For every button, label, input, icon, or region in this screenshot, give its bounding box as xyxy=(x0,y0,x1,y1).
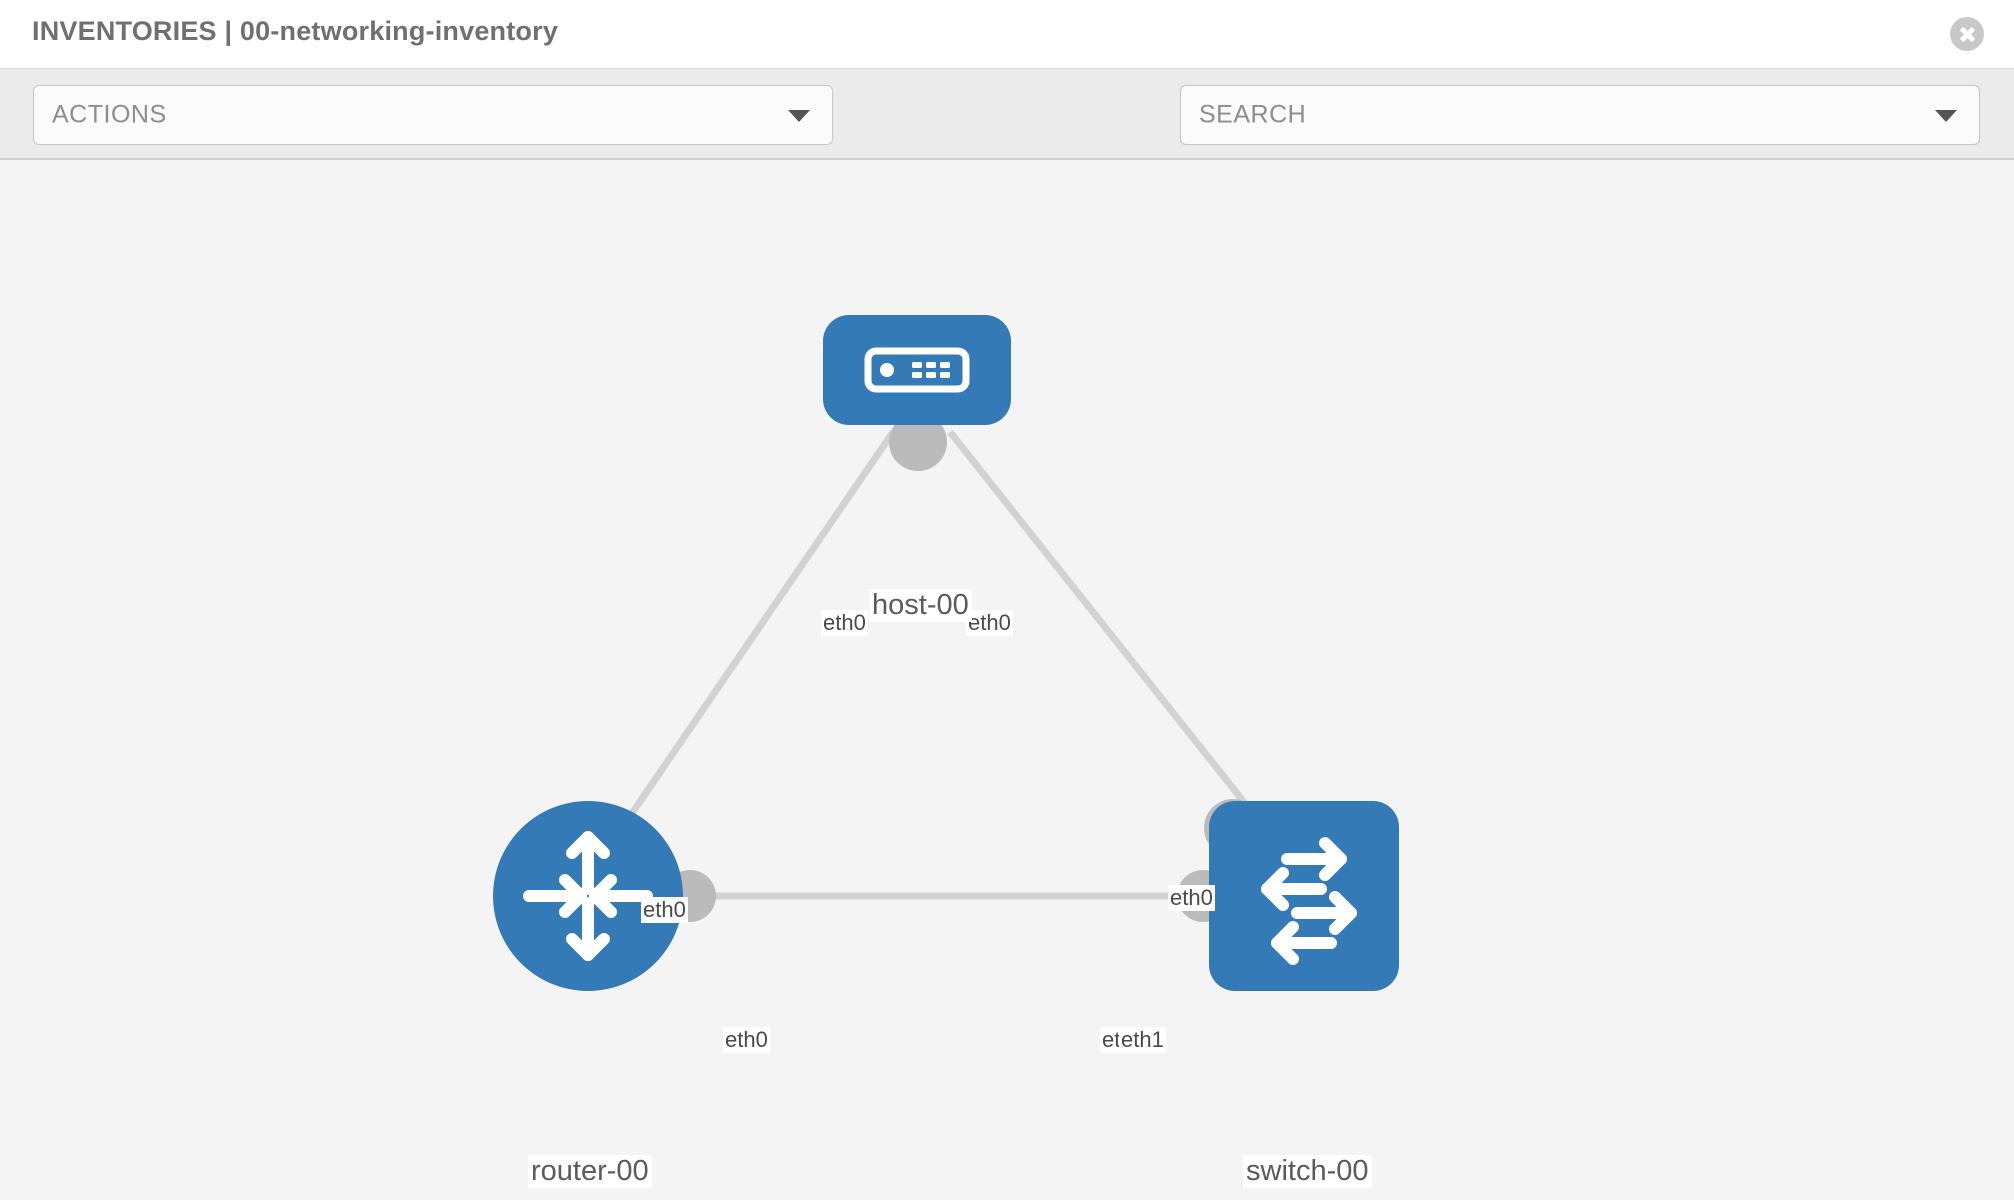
node-label-switch-00: switch-00 xyxy=(1243,1155,1372,1188)
iface-label-router-right: eth0 xyxy=(723,1027,770,1053)
actions-dropdown[interactable]: ACTIONS xyxy=(33,85,833,145)
close-icon[interactable] xyxy=(1950,17,1984,51)
search-placeholder: SEARCH xyxy=(1199,100,1307,129)
link-host-router xyxy=(597,430,896,862)
iface-label-switch-left-eth1: eth1 xyxy=(1119,1027,1166,1053)
node-router-00[interactable] xyxy=(493,801,683,991)
link-host-switch xyxy=(947,429,1293,863)
node-host-00[interactable] xyxy=(823,315,1011,425)
connector-host xyxy=(889,413,947,471)
node-label-router-00: router-00 xyxy=(528,1155,652,1188)
page-title: INVENTORIES | 00-networking-inventory xyxy=(32,16,559,46)
topology-canvas[interactable]: eth0 eth0 eth0 eth0 eth0 eth0 eth1 host-… xyxy=(0,160,2014,1200)
chevron-down-icon xyxy=(788,110,810,122)
iface-label-switch-up: eth0 xyxy=(1168,885,1215,911)
iface-label-host-right: eth0 xyxy=(966,610,1013,636)
server-device-icon xyxy=(864,347,970,393)
page-header: INVENTORIES | 00-networking-inventory xyxy=(0,0,2014,68)
iface-label-host-left: eth0 xyxy=(821,610,868,636)
toolbar: ACTIONS SEARCH xyxy=(0,68,2014,203)
router-arrows-icon xyxy=(523,831,653,961)
switch-arrows-icon xyxy=(1261,837,1357,965)
search-input[interactable]: SEARCH xyxy=(1180,85,1980,145)
chevron-down-icon xyxy=(1935,110,1957,122)
node-label-host-00: host-00 xyxy=(869,589,972,622)
iface-label-router-up: eth0 xyxy=(641,897,688,923)
actions-dropdown-label: ACTIONS xyxy=(52,100,167,129)
node-switch-00[interactable] xyxy=(1209,801,1399,991)
